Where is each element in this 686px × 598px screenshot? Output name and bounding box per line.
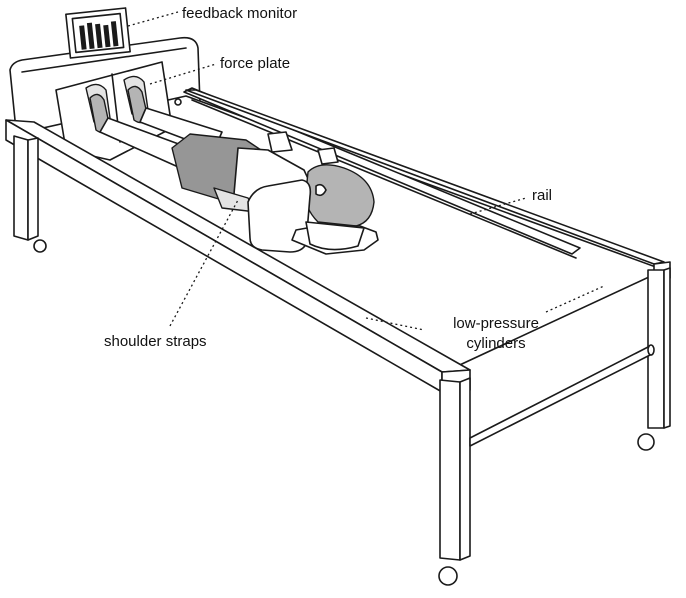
rail-carriage-1 [267, 131, 293, 153]
leader-low-pressure-right [545, 285, 605, 313]
rail-assembly [174, 87, 581, 259]
leader-feedback-monitor [127, 11, 179, 27]
leader-force-plate [149, 63, 217, 85]
label-shoulder-straps: shoulder straps [104, 333, 207, 350]
label-force-plate: force plate [220, 55, 290, 72]
leg-front-right [438, 377, 471, 586]
leader-shoulder-straps [169, 199, 239, 327]
label-low-pressure-line2: cylinders [466, 335, 525, 352]
feedback-bars [79, 21, 119, 50]
leg-back-left [13, 135, 47, 253]
leg-back-right [637, 267, 671, 451]
label-rail: rail [532, 187, 552, 204]
head [305, 164, 375, 227]
crossbar [469, 344, 655, 447]
rail-carriage-2 [317, 147, 339, 165]
label-low-pressure-line1: low-pressure [453, 315, 539, 332]
labels: feedback monitor force plate rail should… [104, 5, 552, 352]
head-support [291, 221, 379, 255]
feedback-monitor [65, 7, 131, 59]
leader-lines [127, 11, 605, 331]
label-feedback-monitor: feedback monitor [182, 5, 297, 22]
ear [315, 183, 327, 197]
